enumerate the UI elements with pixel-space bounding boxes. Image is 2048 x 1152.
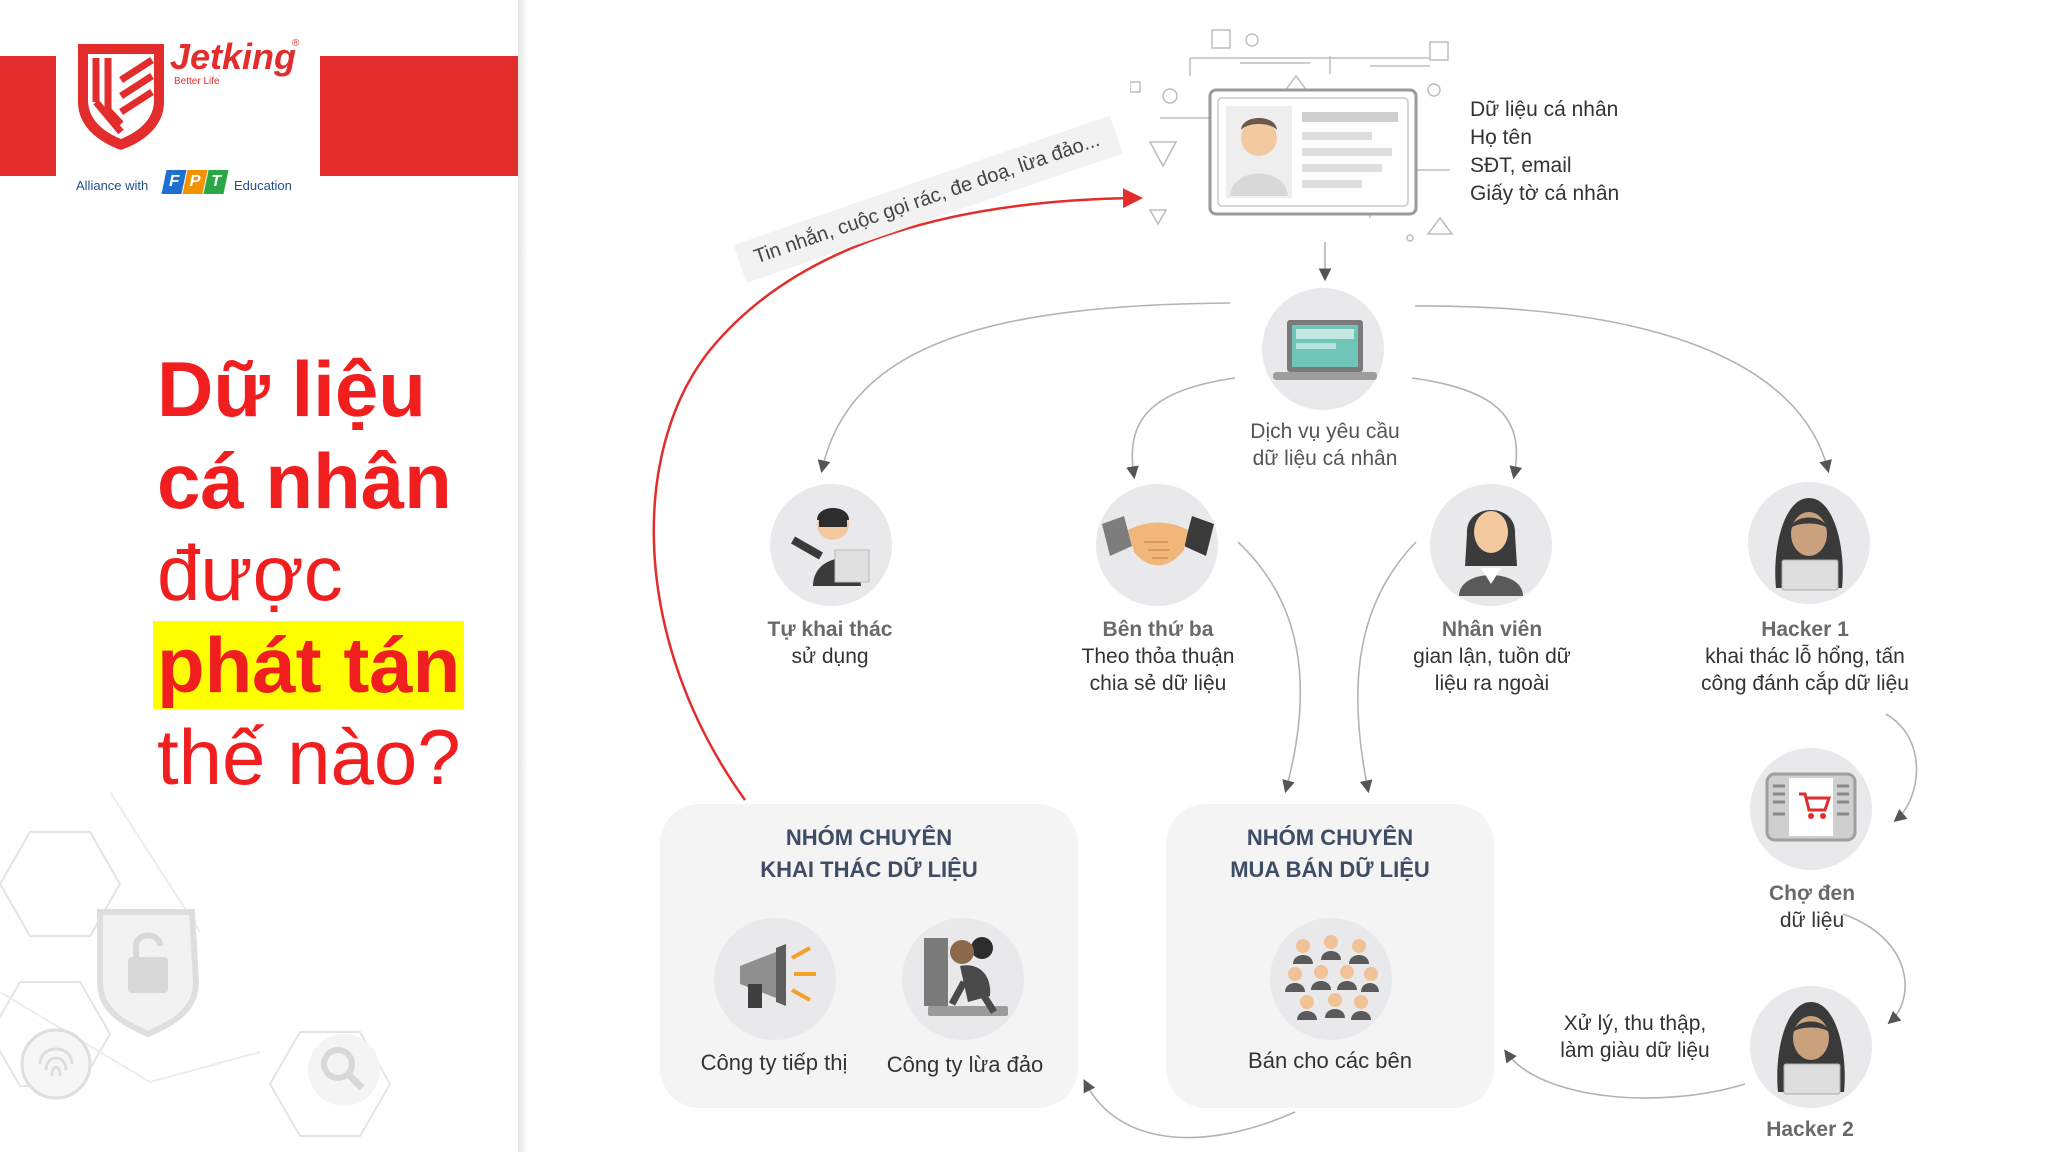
left-panel: Jetking ® Better Life Alliance with F P …	[0, 0, 518, 1152]
black-market-icon	[1765, 772, 1857, 842]
red-band-left	[0, 56, 56, 176]
people-group-icon	[1285, 935, 1379, 1020]
spam-arrow-label: Tin nhắn, cuộc gọi rác, đe doạ, lừa đảo.…	[751, 128, 1103, 269]
brand-tagline: Better Life	[174, 76, 220, 87]
hacker1-label: Hacker 1 khai thác lỗ hổng, tấn công đán…	[1701, 618, 1909, 695]
title-line-5: thế nào?	[157, 713, 461, 801]
employee-label: Nhân viên gian lận, tuồn dữ liệu ra ngoà…	[1413, 618, 1571, 695]
registered-mark: ®	[292, 38, 300, 49]
hacker-mask-icon	[791, 508, 870, 586]
title-line-1: Dữ liệu	[157, 345, 426, 433]
hooded-hacker-icon	[1777, 1002, 1845, 1095]
hacker2-label: Hacker 2	[1766, 1118, 1854, 1141]
decorative-hexagons	[0, 791, 392, 1137]
fpt-logo: F P T	[161, 170, 229, 194]
panel-divider-shadow	[518, 0, 528, 1152]
fraud-company-label: Công ty lừa đảo	[886, 1052, 1044, 1077]
title-line-3: được	[157, 529, 343, 617]
sell-label: Bán cho các bên	[1248, 1048, 1412, 1073]
alliance-text: Alliance with	[76, 178, 149, 193]
third-party-label: Bên thứ ba Theo thỏa thuận chia sẻ dữ li…	[1081, 618, 1235, 695]
self-use-label: Tự khai thác sử dụng	[767, 618, 893, 668]
id-card-illustration	[1130, 29, 1454, 242]
marketing-company-label: Công ty tiếp thị	[700, 1050, 848, 1075]
personal-data-item: Giấy tờ cá nhân	[1470, 182, 1620, 205]
exploit-group-title: NHÓM CHUYÊN KHAI THÁC DỮ LIỆU	[760, 825, 978, 882]
personal-data-item: Họ tên	[1470, 126, 1532, 149]
black-market-label: Chợ đen dữ liệu	[1768, 882, 1856, 932]
partner-suffix: Education	[234, 178, 292, 193]
personal-data-heading: Dữ liệu cá nhân	[1470, 98, 1619, 121]
trade-group-title: NHÓM CHUYÊN MUA BÁN DỮ LIỆU	[1230, 825, 1430, 882]
thief-laptop-icon	[924, 937, 1008, 1016]
jetking-logo[interactable]: Jetking ® Better Life Alliance with F P …	[70, 36, 310, 196]
megaphone-icon	[740, 944, 816, 1008]
search-magnifier-icon	[308, 1034, 380, 1106]
personal-data-item: SĐT, email	[1470, 154, 1572, 177]
brand-name: Jetking	[170, 36, 297, 77]
hooded-hacker-icon	[1775, 498, 1843, 591]
spam-arrow-label-box: Tin nhắn, cuộc gọi rác, đe doạ, lừa đảo.…	[733, 115, 1123, 283]
laptop-icon	[1273, 320, 1377, 380]
service-label: Dịch vụ yêu cầu dữ liệu cá nhân	[1250, 420, 1400, 470]
fingerprint-icon	[20, 1028, 92, 1100]
title-line-2: cá nhân	[157, 437, 452, 525]
employee-icon	[1459, 510, 1523, 596]
red-band-right	[320, 56, 518, 176]
processing-label: Xử lý, thu thập, làm giàu dữ liệu	[1560, 1012, 1710, 1062]
handshake-icon	[1102, 516, 1214, 566]
lock-icon	[97, 909, 200, 1038]
personal-data-list: Dữ liệu cá nhân Họ tên SĐT, email Giấy t…	[1470, 96, 1619, 208]
jetking-shield-icon	[78, 44, 164, 150]
title-line-4: phát tán	[153, 621, 465, 709]
fpt-letter-t: T	[203, 170, 229, 194]
